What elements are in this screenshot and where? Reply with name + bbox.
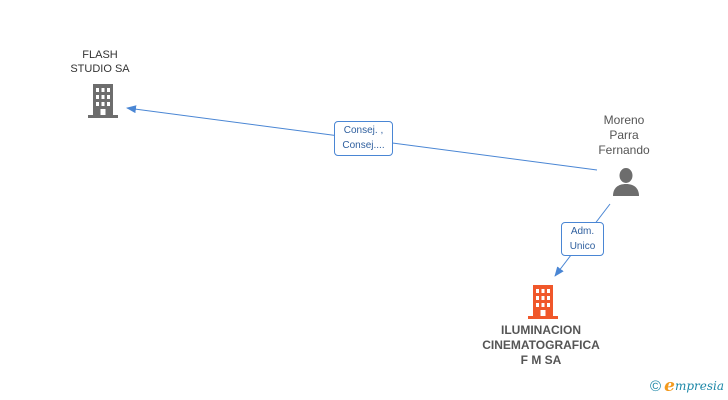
relation-label-line: Adm. [570,226,595,237]
company-label-flash-studio[interactable]: FLASH STUDIO SA [50,48,150,76]
company-label-line: F M SA [520,353,562,367]
person-label-moreno[interactable]: Moreno Parra Fernando [576,113,672,158]
relation-label-adm-unico[interactable]: Adm. Unico [561,222,604,256]
company-label-iluminacion[interactable]: ILUMINACION CINEMATOGRAFICA F M SA [476,323,606,368]
company-label-line: FLASH [82,49,118,61]
person-label-line: Parra [609,128,639,142]
relation-label-line: Consej. , [343,125,384,136]
brand-e-mark: e [664,376,675,396]
company-label-line: ILUMINACION [501,323,581,337]
person-icon[interactable] [612,167,640,197]
person-label-line: Moreno [603,113,645,127]
company-label-line: STUDIO SA [70,63,130,75]
relation-label-line: Consej.... [342,140,385,151]
company-label-line: CINEMATOGRAFICA [482,338,600,352]
copyright-icon: © [650,377,662,395]
relation-label-consej[interactable]: Consej. , Consej.... [334,121,393,156]
relation-label-line: Unico [569,241,596,252]
person-label-line: Fernando [598,143,650,157]
building-icon[interactable] [526,284,560,320]
brand-wordmark: mpresia [674,379,724,393]
building-icon[interactable] [86,83,120,119]
